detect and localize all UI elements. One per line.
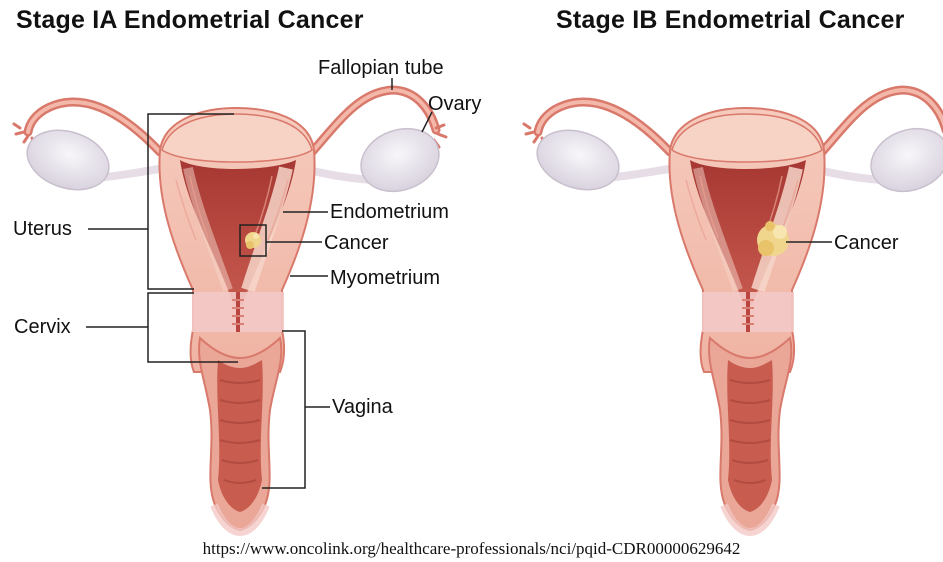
stage-ia-figure [14, 78, 448, 532]
vagina-label: Vagina [332, 395, 393, 419]
stage-ia-title: Stage IA Endometrial Cancer [16, 6, 364, 35]
ovary-label: Ovary [428, 92, 481, 116]
fallopian-tube-label: Fallopian tube [318, 56, 444, 80]
cancer-ib-label: Cancer [834, 231, 898, 255]
source-url: https://www.oncolink.org/healthcare-prof… [0, 539, 943, 559]
endometrium-label: Endometrium [330, 200, 449, 224]
myometrium-label: Myometrium [330, 266, 440, 290]
uterus-label: Uterus [13, 217, 72, 241]
cervix-label: Cervix [14, 315, 71, 339]
stage-ib-title: Stage IB Endometrial Cancer [556, 6, 905, 35]
stage-ib-figure [524, 90, 943, 532]
cancer-label: Cancer [324, 231, 388, 255]
